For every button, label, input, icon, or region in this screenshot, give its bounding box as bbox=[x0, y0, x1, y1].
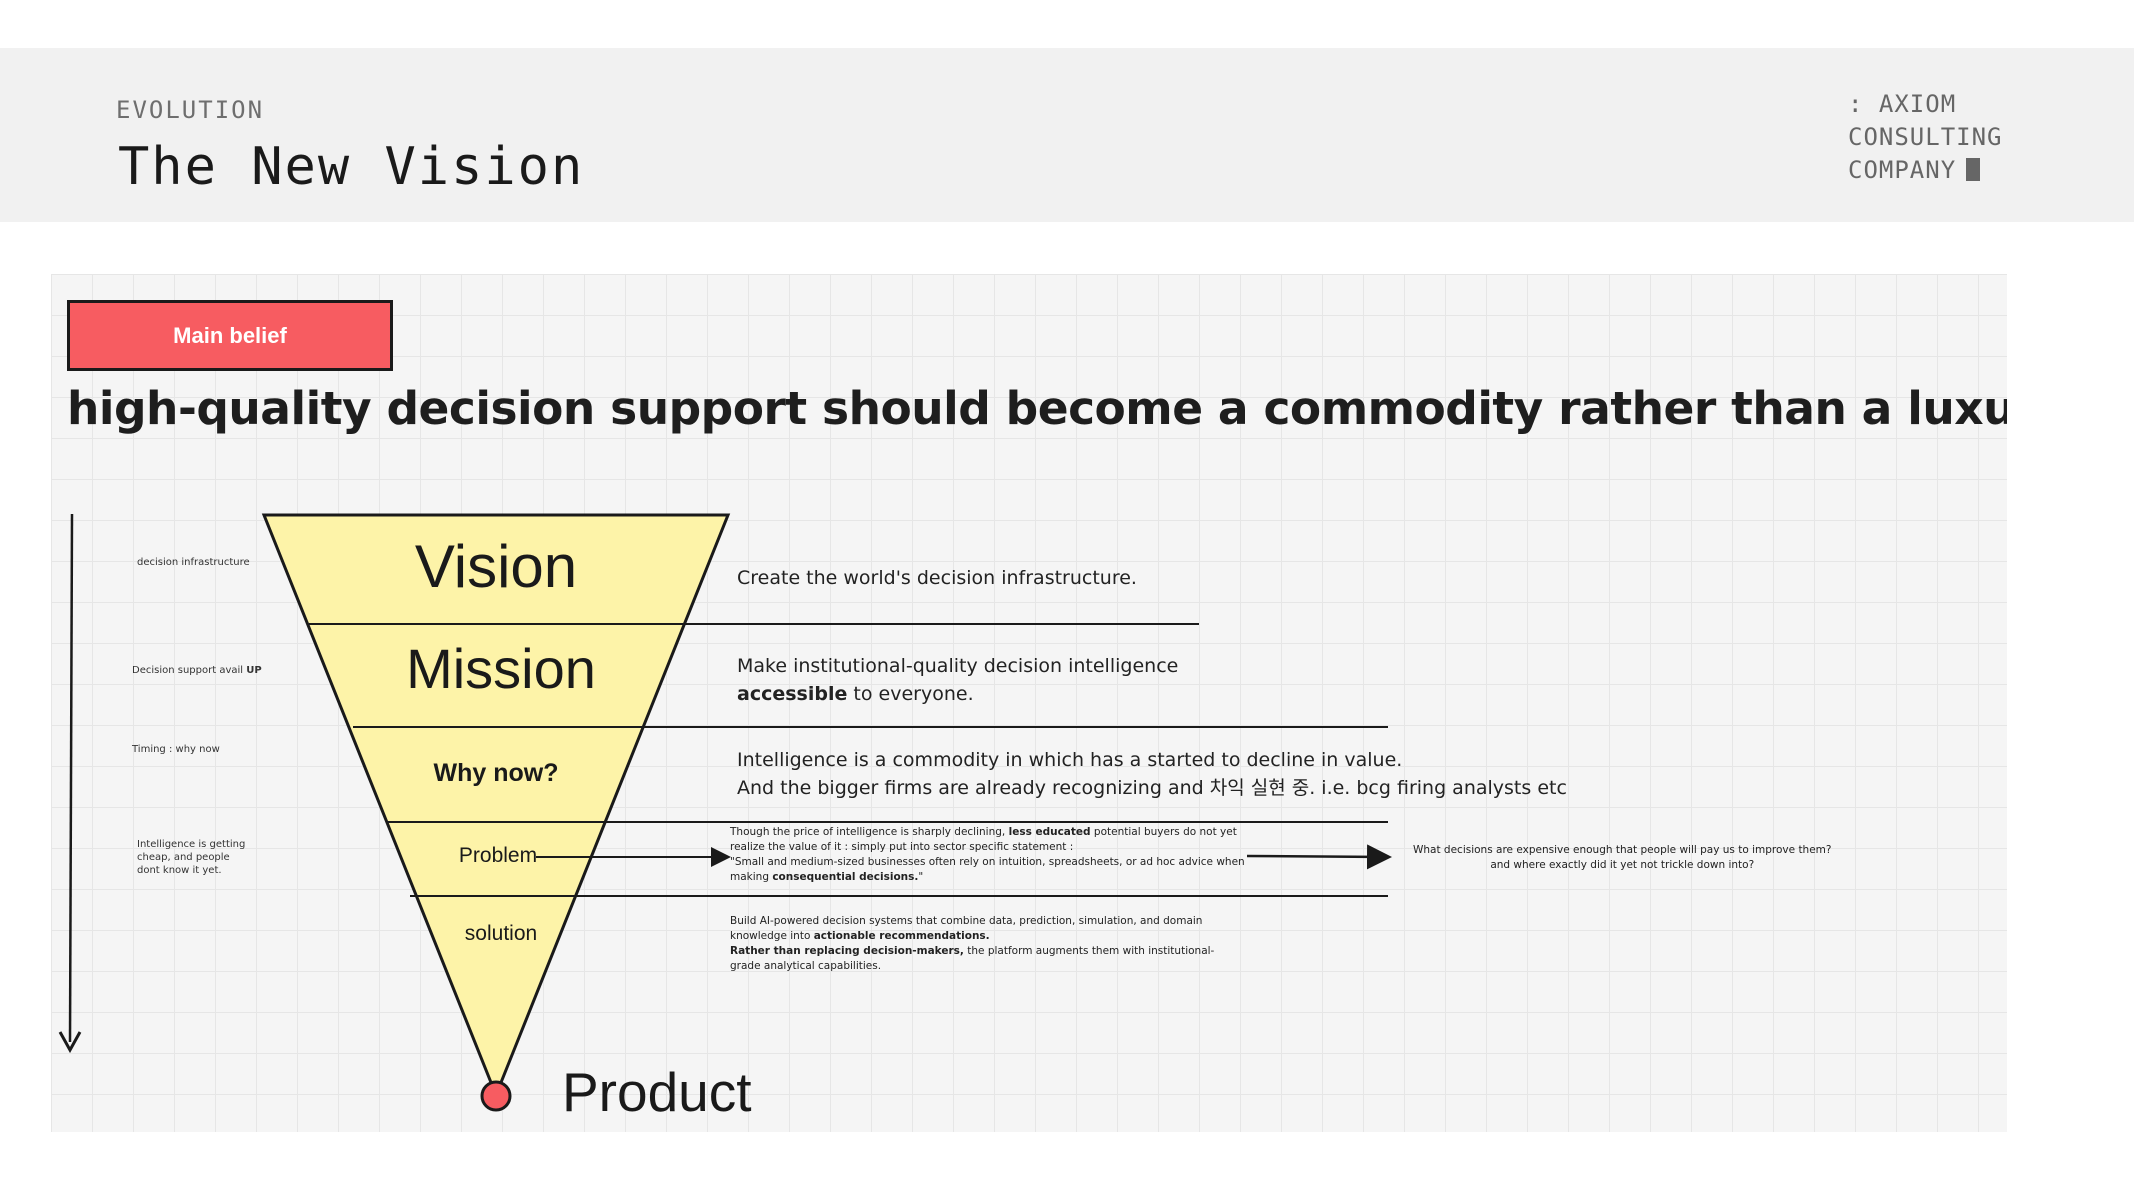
funnel-triangle bbox=[261, 513, 731, 1100]
desc-line: And the bigger firms are already recogni… bbox=[737, 777, 1567, 799]
desc-line: knowledge into bbox=[730, 930, 814, 942]
level-problem: Problem bbox=[458, 844, 538, 867]
desc-line: grade analytical capabilities. bbox=[730, 960, 882, 972]
note-decision-infrastructure: decision infrastructure bbox=[137, 557, 250, 568]
level-why-now: Why now? bbox=[433, 759, 559, 787]
main-belief-tag[interactable]: Main belief bbox=[67, 300, 393, 371]
note-line: cheap, and people bbox=[137, 852, 230, 863]
desc-why-now: Intelligence is a commodity in which has… bbox=[737, 746, 1567, 802]
page-title: The New Vision bbox=[118, 137, 585, 197]
desc-bold: consequential decisions. bbox=[772, 871, 919, 883]
timeline-arrowhead-icon bbox=[58, 1031, 82, 1054]
brand-line-1: : AXIOM bbox=[1848, 90, 1957, 118]
desc-line: What decisions are expensive enough that… bbox=[1413, 844, 1832, 856]
product-dot bbox=[480, 1080, 512, 1112]
level-product: Product bbox=[562, 1061, 752, 1123]
desc-question: What decisions are expensive enough that… bbox=[1413, 843, 1831, 873]
desc-line: potential buyers do not yet bbox=[1090, 826, 1237, 838]
question-arrow bbox=[1246, 844, 1392, 870]
header-bar bbox=[0, 48, 2134, 222]
desc-bold: actionable recommendations. bbox=[813, 930, 990, 942]
desc-line: making bbox=[730, 871, 773, 883]
timeline-arrow bbox=[68, 513, 74, 1043]
desc-line: realize the value of it : simply put int… bbox=[730, 841, 1074, 853]
desc-line: Though the price of intelligence is shar… bbox=[730, 826, 1009, 838]
desc-line: " bbox=[918, 871, 924, 883]
note-decision-support: Decision support avail UP bbox=[132, 664, 262, 677]
note-line: Intelligence is getting bbox=[137, 839, 246, 850]
cursor-block-icon bbox=[1966, 158, 1981, 181]
note-timing: Timing : why now bbox=[132, 744, 220, 755]
desc-line: Make institutional-quality decision inte… bbox=[737, 655, 1179, 677]
desc-line: Build AI-powered decision systems that c… bbox=[730, 915, 1203, 927]
desc-line: to everyone. bbox=[847, 683, 974, 705]
desc-problem: Though the price of intelligence is shar… bbox=[730, 825, 1245, 885]
funnel-diagram bbox=[58, 513, 1392, 1112]
desc-line: and where exactly did it yet not trickle… bbox=[1490, 859, 1755, 871]
whiteboard: Main belief high-quality decision suppor… bbox=[51, 274, 2007, 1132]
desc-bold: accessible bbox=[737, 683, 848, 705]
desc-bold: Rather than replacing decision-makers, bbox=[730, 945, 964, 957]
desc-line: the platform augments them with institut… bbox=[963, 945, 1215, 957]
note-text: Decision support avail bbox=[132, 665, 247, 676]
level-mission: Mission bbox=[406, 637, 596, 700]
section-eyebrow: EVOLUTION bbox=[116, 96, 265, 124]
brand-line-3: COMPANY bbox=[1848, 156, 1957, 184]
desc-mission: Make institutional-quality decision inte… bbox=[737, 652, 1178, 708]
brand-logo: : AXIOM CONSULTING COMPANY bbox=[1848, 88, 2003, 187]
brand-line-2: CONSULTING bbox=[1848, 123, 2003, 151]
level-vision: Vision bbox=[414, 533, 578, 600]
note-bold: UP bbox=[246, 665, 262, 676]
main-belief-statement: high-quality decision support should bec… bbox=[67, 382, 2007, 435]
desc-solution: Build AI-powered decision systems that c… bbox=[730, 914, 1214, 974]
desc-line: "Small and medium-sized businesses often… bbox=[730, 856, 1245, 868]
desc-bold: less educated bbox=[1008, 826, 1091, 838]
note-line: dont know it yet. bbox=[137, 865, 222, 876]
desc-line: Intelligence is a commodity in which has… bbox=[737, 749, 1403, 771]
desc-vision: Create the world's decision infrastructu… bbox=[737, 567, 1137, 589]
note-intelligence-cheap: Intelligence is getting cheap, and peopl… bbox=[137, 838, 245, 877]
level-solution: solution bbox=[464, 922, 538, 945]
